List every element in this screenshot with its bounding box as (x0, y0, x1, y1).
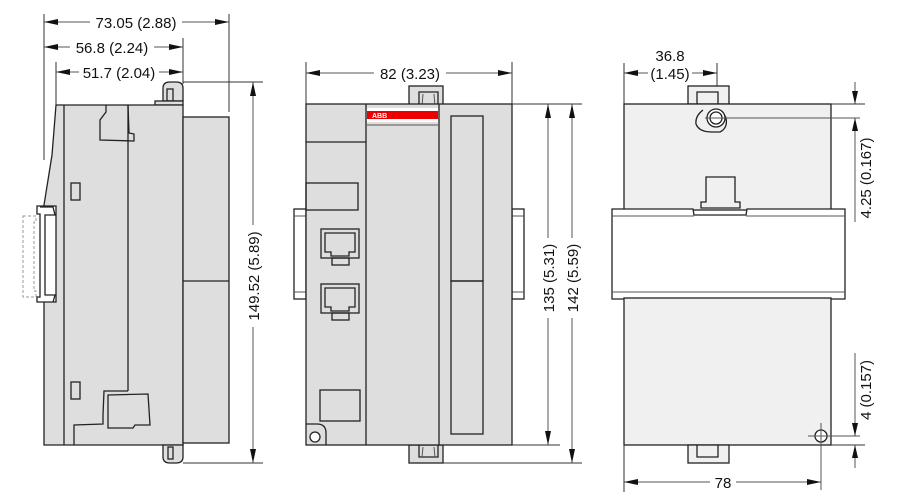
dim-hole-spacing: 78 (715, 475, 732, 492)
ethernet-port-icon (320, 283, 360, 321)
dim-hole-offset-in: (1.45) (650, 66, 689, 83)
dim-bottom-hole: 4 (0.157) (858, 360, 875, 420)
dim-hole-offset-mm: 36.8 (655, 48, 684, 65)
dim-overall-depth: 73.05 (2.88) (96, 15, 177, 32)
dim-top-hole: 4.25 (0.167) (858, 138, 875, 219)
brand-logo: ABB (372, 113, 387, 120)
front-view: 82 (3.23) ABB (293, 62, 582, 464)
dim-height-body: 135 (5.31) (541, 244, 558, 312)
ethernet-port-icon (320, 228, 360, 266)
side-view: 73.05 (2.88) 56.8 (2.24) 51.7 (2.04) (22, 12, 263, 464)
dim-height-side: 149.52 (5.89) (246, 231, 263, 320)
dim-width-front: 82 (3.23) (380, 66, 440, 83)
rear-view: 36.8 (1.45) 78 (611, 48, 875, 492)
dim-depth-2: 56.8 (2.24) (76, 40, 149, 57)
dim-height-overall: 142 (5.59) (565, 244, 582, 312)
dim-depth-3: 51.7 (2.04) (83, 65, 156, 82)
